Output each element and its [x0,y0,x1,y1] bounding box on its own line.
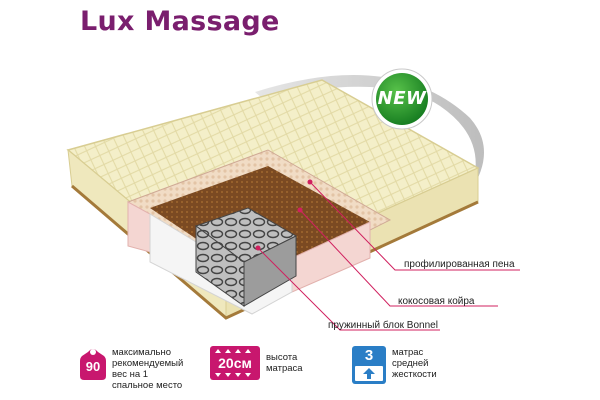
badge-label: NEW [377,88,427,109]
badge-circle-icon [371,68,433,130]
label-foam: профилированная пена [404,259,515,270]
new-badge: NEW [371,68,433,130]
feature-height: 20см высота матраса [210,346,320,390]
height-description: высота матраса [266,352,303,374]
label-springs: пружинный блок Bonnel [328,320,438,331]
label-coir: кокосовая койра [398,296,475,307]
height-icon [210,346,260,380]
firmness-value: 3 [364,347,374,364]
height-value: 20см [218,355,252,371]
weight-description: максимально рекомендуемый вес на 1 спаль… [112,347,184,391]
callout-springs [257,247,440,331]
callout-foam [309,181,520,271]
callout-lines [257,181,520,331]
swoosh-arc [255,75,484,192]
spring-block-side [243,235,297,307]
feature-firmness: 3 матрас средней жесткости [352,346,472,390]
weight-icon [80,349,106,380]
firmness-icon [352,346,386,384]
callout-coir [299,209,498,307]
weight-value: 90 [85,359,101,374]
product-title: Lux Massage [80,6,280,37]
callout-dots [255,179,313,251]
feature-weight: 90 максимально рекомендуемый вес на 1 сп… [80,346,210,391]
mattress-piping [71,184,479,320]
firmness-description: матрас средней жесткости [392,347,437,380]
